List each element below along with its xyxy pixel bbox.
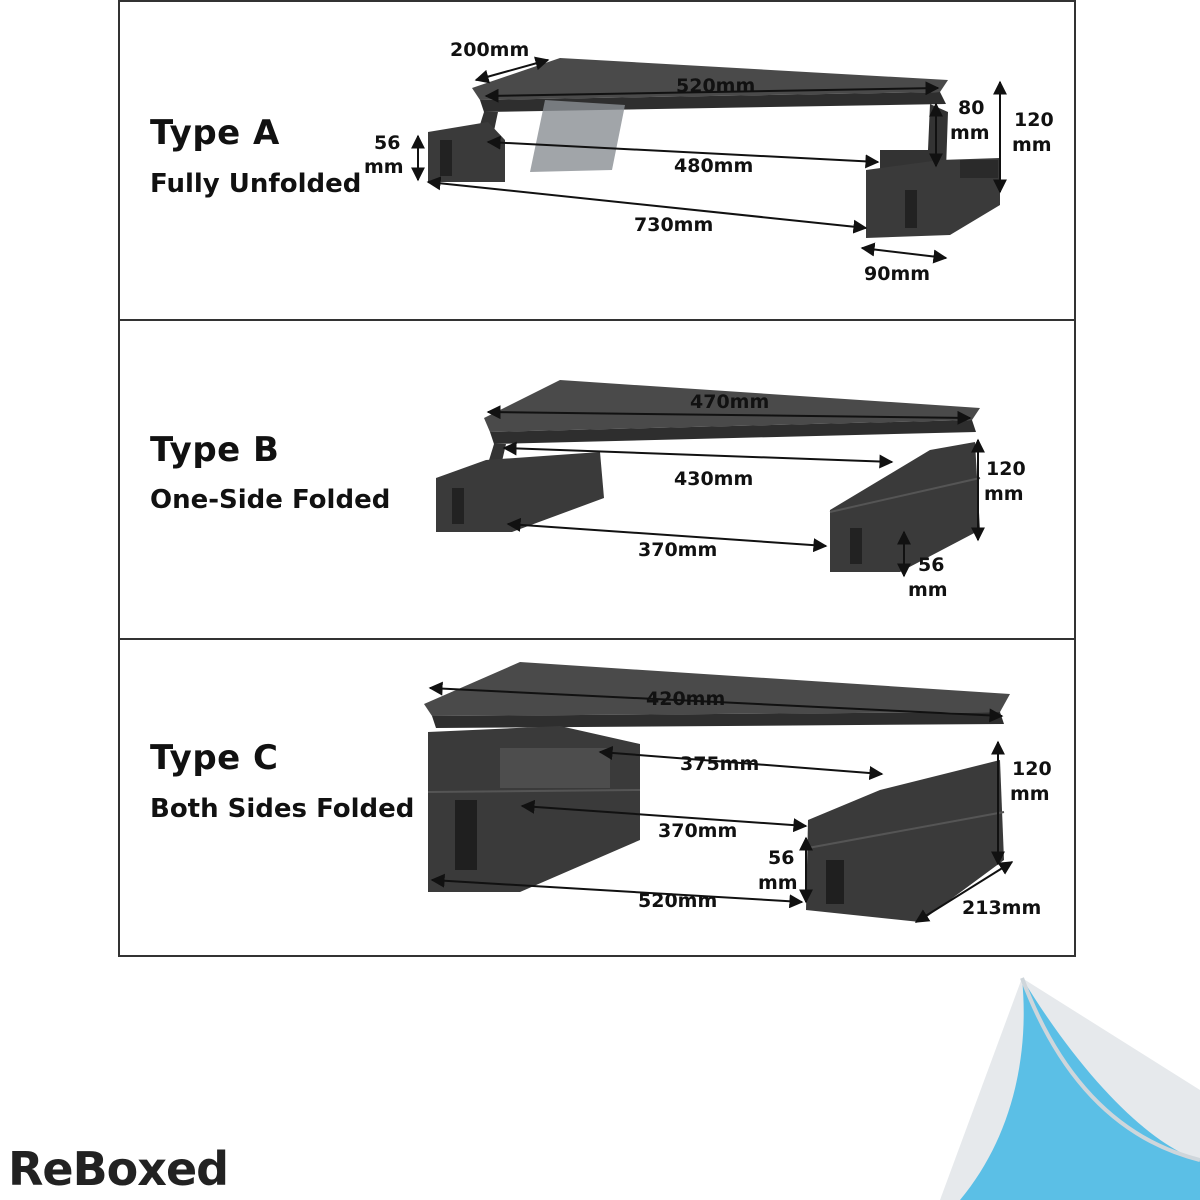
type-c-dim-56-unit: mm xyxy=(758,872,798,894)
page-curl-corner xyxy=(940,977,1200,1200)
type-a-left-slot xyxy=(440,140,452,176)
type-b-subtitle: One-Side Folded xyxy=(150,485,391,515)
type-a-title: Type A xyxy=(150,113,280,153)
type-a-dim-width-top: 520mm xyxy=(676,75,756,97)
type-c-dim-depth: 213mm xyxy=(962,897,1042,919)
type-b-dim-56-value: 56 xyxy=(918,554,945,576)
type-a-dim-depth: 200mm xyxy=(450,39,530,61)
panel-divider-bc xyxy=(118,638,1076,640)
type-a-left-box xyxy=(428,122,505,182)
type-c-dim-inner: 375mm xyxy=(680,753,760,775)
type-c-subtitle: Both Sides Folded xyxy=(150,794,415,824)
type-c-right-slot xyxy=(826,860,844,904)
type-b-dim-width-top: 470mm xyxy=(690,391,770,413)
panel-divider-ab xyxy=(118,319,1076,321)
diagram-frame xyxy=(118,0,1076,957)
type-a-dim-120-unit: mm xyxy=(1012,134,1052,156)
type-c-dim-width-top: 420mm xyxy=(646,688,726,710)
type-b-dim-56-unit: mm xyxy=(908,579,948,601)
type-a-right-riser xyxy=(960,160,998,178)
stand-type-b xyxy=(436,380,985,578)
type-b-title: Type B xyxy=(150,430,280,470)
reboxed-logo: ReBoxed xyxy=(8,1142,229,1196)
type-c-dim-mid: 370mm xyxy=(658,820,738,842)
type-a-dim-inner: 480mm xyxy=(674,155,754,177)
type-c-dim-120-unit: mm xyxy=(1010,783,1050,805)
type-a-dim-120-value: 120 xyxy=(1014,109,1054,131)
type-a-right-leg xyxy=(880,104,948,170)
type-a-subtitle: Fully Unfolded xyxy=(150,169,362,199)
type-c-dim-120-value: 120 xyxy=(1012,758,1052,780)
type-c-dim-base: 520mm xyxy=(638,890,718,912)
type-c-left-slot xyxy=(455,800,477,870)
type-b-dim-base: 370mm xyxy=(638,539,718,561)
type-a-dim-total: 730mm xyxy=(634,214,714,236)
type-b-right-slot xyxy=(850,528,862,564)
type-b-right-tower xyxy=(830,442,980,572)
type-a-dim-foot: 90mm xyxy=(864,263,931,285)
type-c-title: Type C xyxy=(150,738,279,778)
stand-type-a xyxy=(411,56,1007,264)
type-c-dim-56-value: 56 xyxy=(768,847,795,869)
type-a-tray xyxy=(530,100,625,172)
type-a-dim-side-height-value: 56 xyxy=(374,132,401,154)
type-a-right-slot xyxy=(905,190,917,228)
type-b-dim-120-value: 120 xyxy=(986,458,1026,480)
type-b-dim-120-unit: mm xyxy=(984,483,1024,505)
type-a-dim-80-unit: mm xyxy=(950,122,990,144)
type-a-dim-80-value: 80 xyxy=(958,97,985,119)
type-b-left-slot xyxy=(452,488,464,524)
type-b-top-edge xyxy=(490,420,976,444)
stand-type-c xyxy=(424,662,1014,923)
type-a-dim-side-height-unit: mm xyxy=(364,156,404,178)
frame-top-border xyxy=(118,0,1076,2)
type-b-left-box xyxy=(436,452,604,532)
type-c-cable-tray xyxy=(500,748,610,788)
type-b-dim-inner: 430mm xyxy=(674,468,754,490)
